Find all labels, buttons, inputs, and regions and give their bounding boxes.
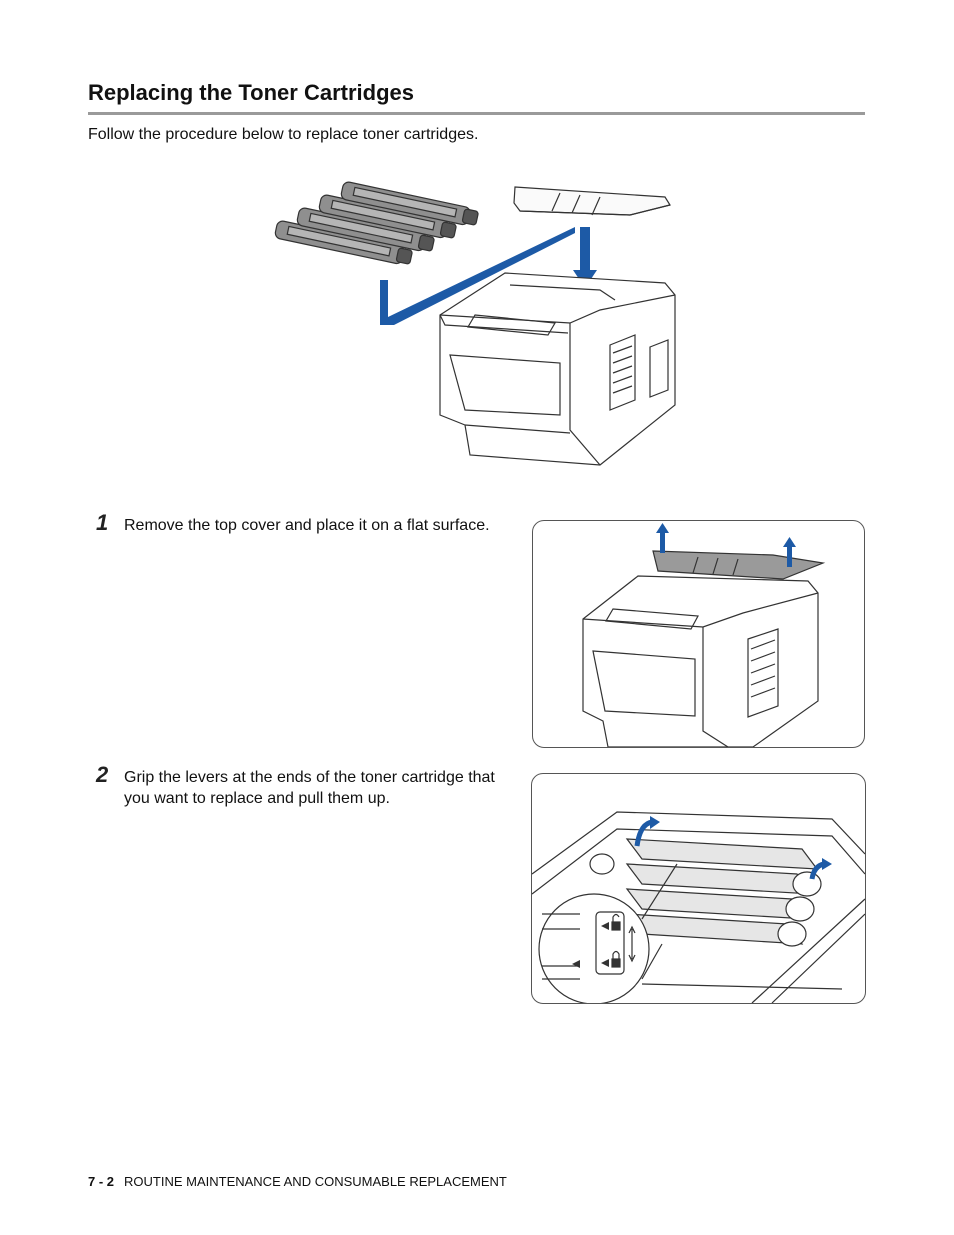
toner-cartridges-image [589,838,822,947]
chapter-title: ROUTINE MAINTENANCE AND CONSUMABLE REPLA… [124,1174,507,1189]
curved-arrow-icon [650,816,832,870]
printer-image [439,272,676,466]
page-title: Replacing the Toner Cartridges [88,80,414,105]
lock-open-icon [601,913,621,931]
up-arrow-icon [656,523,796,567]
printer-image [582,575,819,747]
step-1-figure [532,520,865,748]
step-number-2: 2 [96,762,109,787]
page-number: 7 - 2 [88,1174,115,1189]
step-2-figure [531,773,866,1004]
title-rule [88,112,865,115]
printer-interior-image [532,811,865,1003]
step-number-1: 1 [96,510,109,535]
intro-text: Follow the procedure below to replace to… [88,126,479,143]
lock-detail-callout [538,863,678,1003]
step-text-1: Remove the top cover and place it on a f… [124,517,490,534]
top-cover-image [652,550,826,580]
step-text-2: Grip the levers at the ends of the toner… [124,769,495,807]
lock-closed-icon [601,950,621,968]
toner-cartridges-image [274,181,479,265]
top-cover-image [513,186,671,216]
page-footer: 7 - 2 ROUTINE MAINTENANCE AND CONSUMABLE … [88,1174,507,1189]
overview-illustration [270,175,680,475]
